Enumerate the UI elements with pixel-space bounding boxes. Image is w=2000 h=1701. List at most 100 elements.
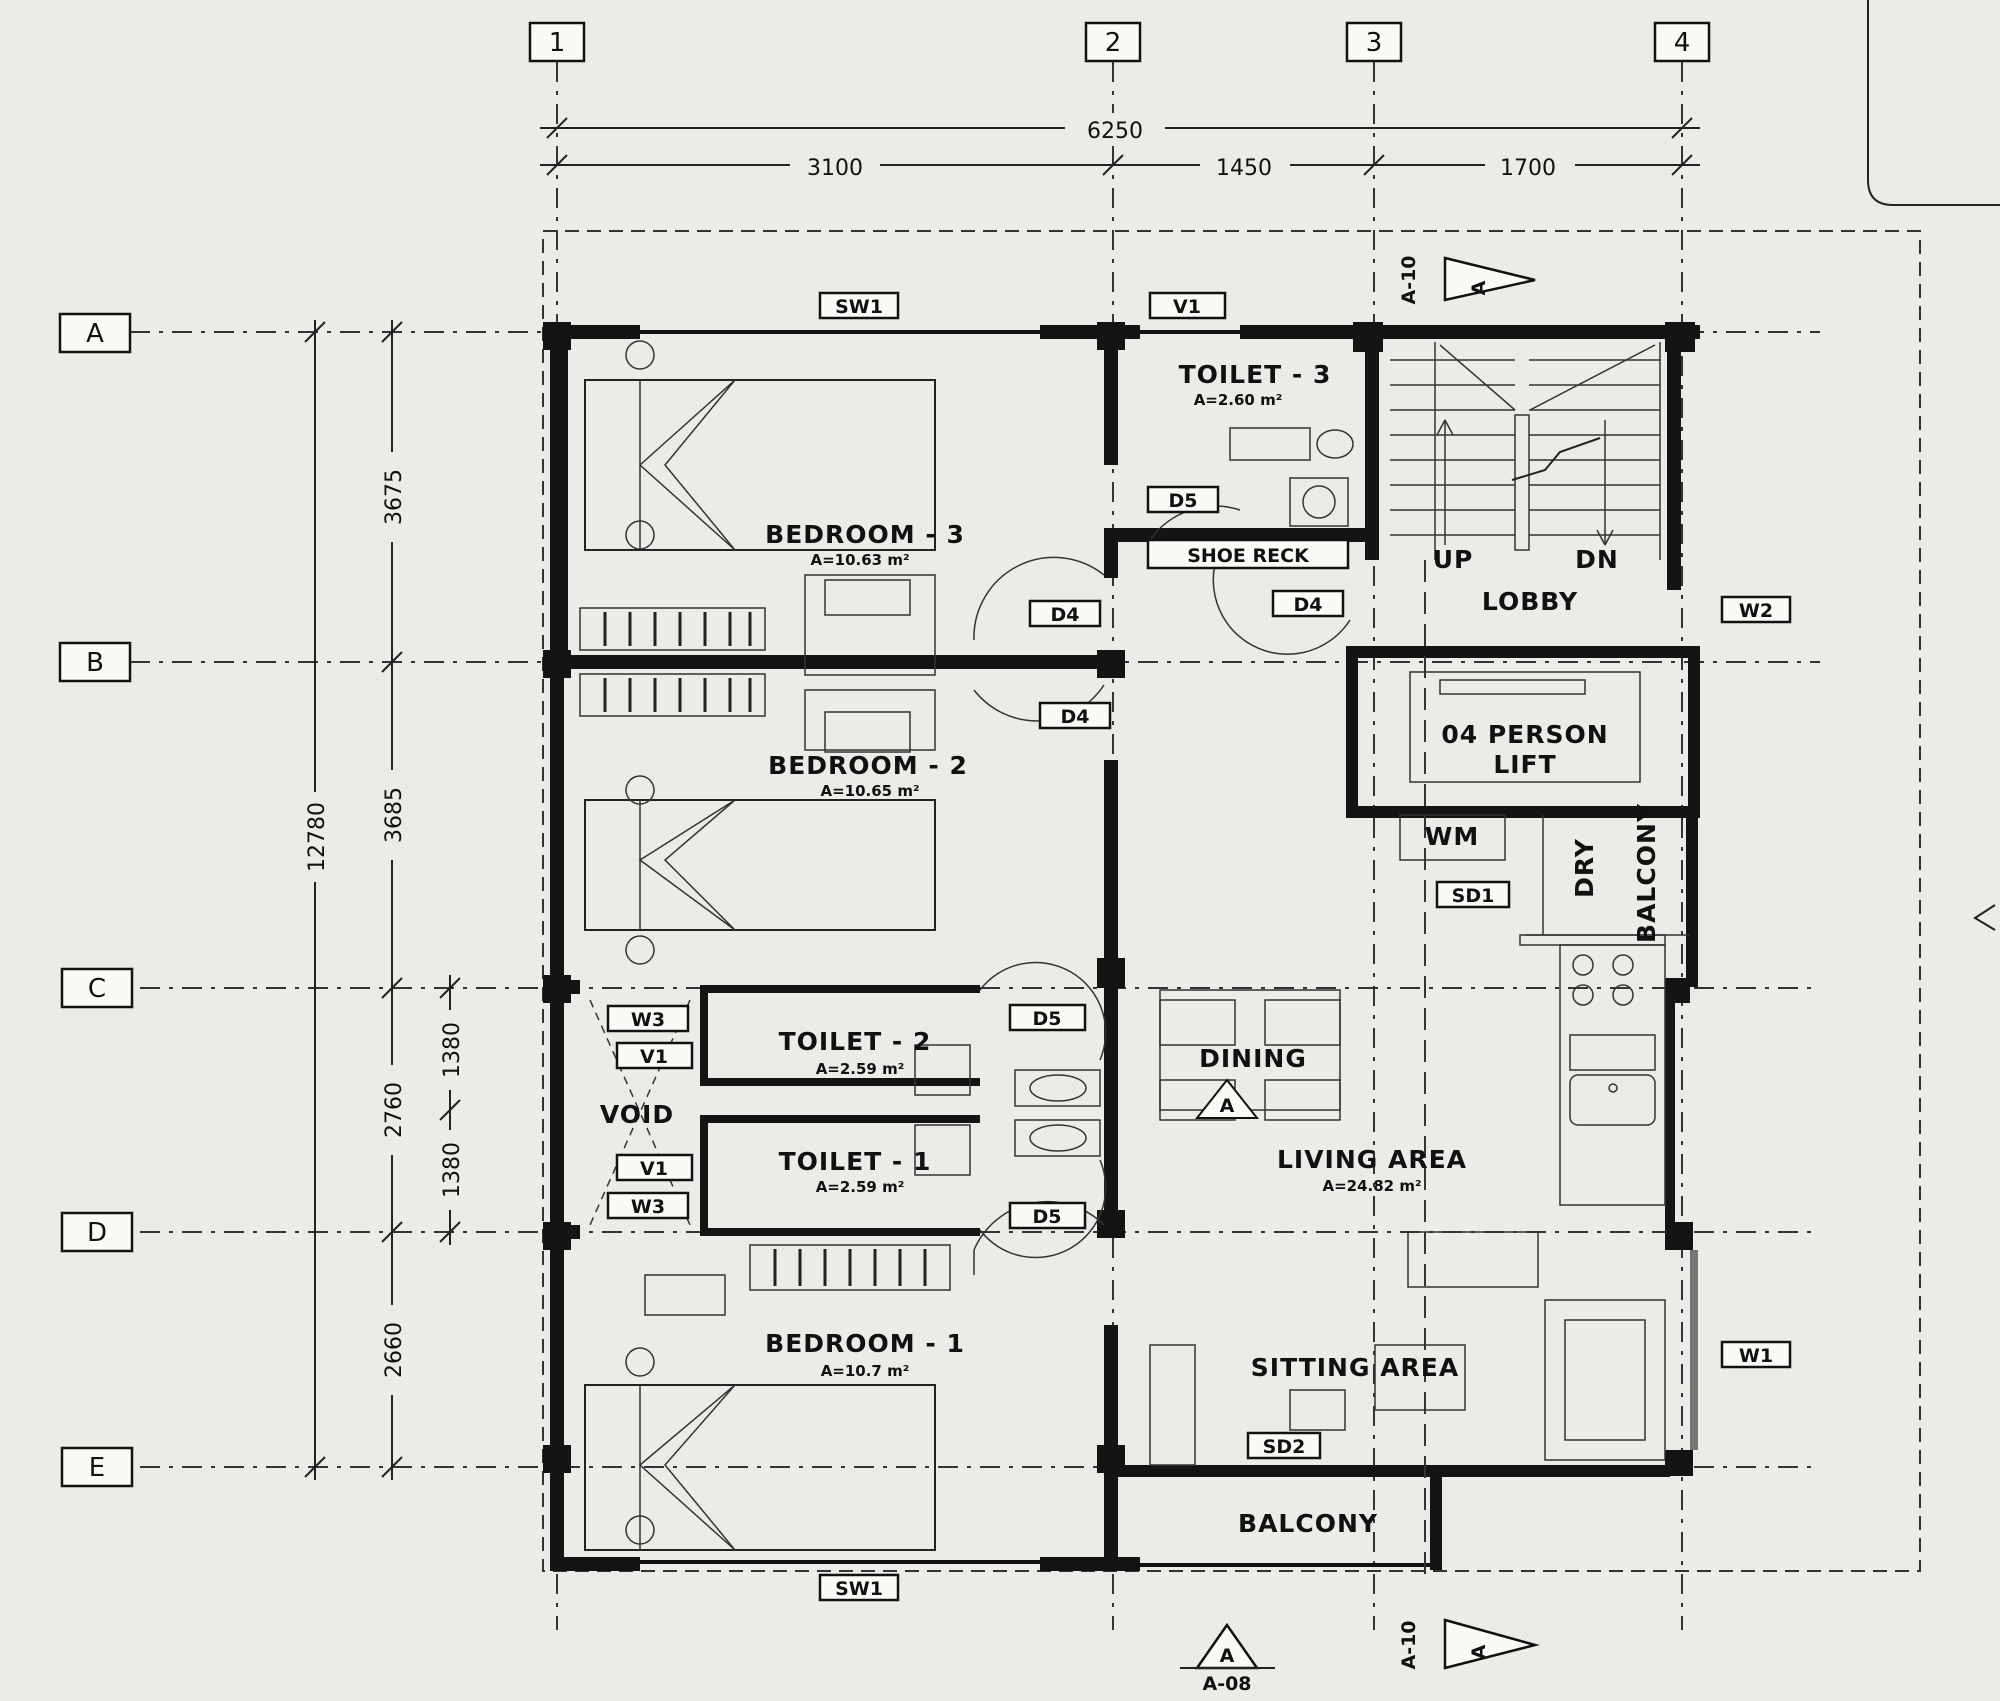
tag-w1-text: W1 (1739, 1345, 1773, 1367)
wall-b (550, 655, 1110, 669)
room-balcony-label: BALCONY (1238, 1509, 1378, 1538)
dry-balcony-label-1: DRY (1570, 838, 1599, 898)
room-bedroom-3-label: BEDROOM - 3 (765, 520, 965, 549)
lift-car (1409, 671, 1641, 783)
left-dimensions: 12780 3675 3685 2760 2660 1380 1380 (300, 320, 465, 1480)
tag-d5-toilet3 (1146, 485, 1220, 514)
section-dining-letter: A (1220, 1095, 1235, 1117)
tag-d4-bedroom3-text: D4 (1051, 604, 1080, 626)
room-bedroom-1-label: BEDROOM - 1 (765, 1329, 965, 1358)
tag-sw1-bottom-text: SW1 (835, 1578, 883, 1600)
dim-left-overall: 12780 (305, 802, 330, 872)
room-toilet-1-label: TOILET - 1 (779, 1147, 932, 1176)
room-lobby-label: LOBBY (1482, 587, 1578, 616)
dim-left-4: 2660 (382, 1322, 407, 1378)
wall-top-left (550, 325, 640, 339)
dim-left-sub-1: 1380 (440, 1022, 465, 1078)
grid-tag-3-text: 3 (1366, 28, 1383, 58)
section-bottom-letter: A (1468, 1644, 1490, 1659)
grid-tag-C-text: C (88, 974, 106, 1004)
grid-tag-E-text: E (89, 1453, 105, 1483)
dry-balcony-label-2: BALCONY (1632, 803, 1661, 943)
grid-tag-4-text: 4 (1674, 28, 1691, 58)
building-outline (542, 230, 1921, 1572)
wardrobe-bedroom-2 (579, 673, 766, 717)
adjacent-sheet-edge (1867, 0, 2000, 206)
tag-sd1-text: SD1 (1452, 885, 1495, 907)
top-dimensions: 6250 3100 1450 1700 (540, 113, 1700, 181)
grid-tag-1 (528, 21, 586, 63)
staircase (1390, 342, 1661, 560)
grid-tag-1-text: 1 (549, 28, 566, 58)
grid-tag-A (58, 312, 132, 354)
grid-tags-columns: 1 2 3 4 (528, 21, 1711, 63)
tag-w3-lower-text: W3 (631, 1196, 665, 1218)
room-sitting-label: SITTING AREA (1251, 1353, 1459, 1382)
wall-top-right (1240, 325, 1700, 339)
tag-d4-bedroom2 (1038, 701, 1112, 730)
shoe-rack-box (1146, 538, 1350, 570)
bedroom-2-bed (584, 689, 936, 965)
sitting-furniture (1149, 1231, 1666, 1466)
room-dining-label: DINING (1199, 1044, 1307, 1073)
dim-top-1: 3100 (807, 156, 863, 181)
room-bedroom-2-area: A=10.65 m² (820, 782, 919, 800)
grid-tag-E (60, 1446, 134, 1488)
tag-w3-lower (606, 1191, 690, 1220)
section-a08-sheet: A-08 (1202, 1673, 1251, 1695)
walls (543, 322, 1700, 1571)
lift-label-line1: 04 PERSON (1441, 720, 1608, 749)
room-toilet-1-area: A=2.59 m² (816, 1178, 905, 1196)
lift-label-line2: LIFT (1493, 750, 1556, 779)
tag-d5-toilet2 (1008, 1003, 1087, 1032)
tag-v1-top-text: V1 (1173, 296, 1201, 318)
stair-up-label: UP (1433, 545, 1474, 574)
dim-left-3: 2760 (382, 1082, 407, 1138)
stair-down-label: DN (1575, 545, 1619, 574)
grid-tag-D-text: D (87, 1218, 107, 1248)
section-bottom-sheet: A-10 (1398, 1620, 1420, 1669)
tag-sd1 (1435, 880, 1511, 909)
tag-w1 (1720, 1340, 1792, 1369)
dim-left-sub-2: 1380 (440, 1142, 465, 1198)
tag-d5-toilet1 (1008, 1201, 1087, 1230)
tag-d4-bedroom2-text: D4 (1061, 706, 1090, 728)
grid-tag-D (60, 1211, 134, 1253)
wardrobe-bedroom-3 (579, 607, 766, 651)
bedroom-3-bed (584, 340, 936, 676)
toilet-fixtures (914, 1044, 1101, 1176)
section-marker-top: A A-10 (1398, 255, 1536, 305)
tag-d5-toilet2-text: D5 (1033, 1008, 1062, 1030)
grid-tag-B (58, 641, 132, 683)
tag-d4-lobby-text: D4 (1294, 594, 1323, 616)
edge-marker (1973, 904, 1996, 931)
room-bedroom-3-area: A=10.63 m² (810, 551, 909, 569)
tag-d5-toilet1-text: D5 (1033, 1206, 1062, 1228)
tag-w3-upper-text: W3 (631, 1009, 665, 1031)
tag-v1-top (1148, 291, 1227, 320)
grid-tags-rows: A B C D E (58, 312, 134, 1488)
room-toilet-3-area: A=2.60 m² (1194, 391, 1283, 409)
toilet-3-fixtures (1229, 427, 1354, 527)
room-toilet-3-label: TOILET - 3 (1179, 360, 1332, 389)
lift-shaft-wall (1346, 646, 1700, 818)
tag-v1-upper-text: V1 (640, 1046, 668, 1068)
shoe-rack-label: SHOE RECK (1187, 545, 1310, 567)
tag-w2 (1720, 595, 1792, 624)
room-bedroom-1-area: A=10.7 m² (821, 1362, 910, 1380)
grid-tag-2-text: 2 (1105, 28, 1122, 58)
section-a08-letter: A (1220, 1645, 1235, 1667)
section-marker-a08: A A-08 (1180, 1622, 1275, 1695)
column (543, 322, 571, 350)
tag-d5-toilet3-text: D5 (1169, 490, 1198, 512)
room-void-label: VOID (600, 1100, 674, 1129)
room-bedroom-2-label: BEDROOM - 2 (768, 751, 968, 780)
tag-v1-lower-text: V1 (640, 1158, 668, 1180)
tag-v1-lower (615, 1153, 694, 1182)
wall-outer-left (550, 325, 564, 1570)
bedroom-1-bed (584, 1244, 951, 1551)
grid-tag-3 (1345, 21, 1403, 63)
tag-sd2-text: SD2 (1263, 1436, 1306, 1458)
